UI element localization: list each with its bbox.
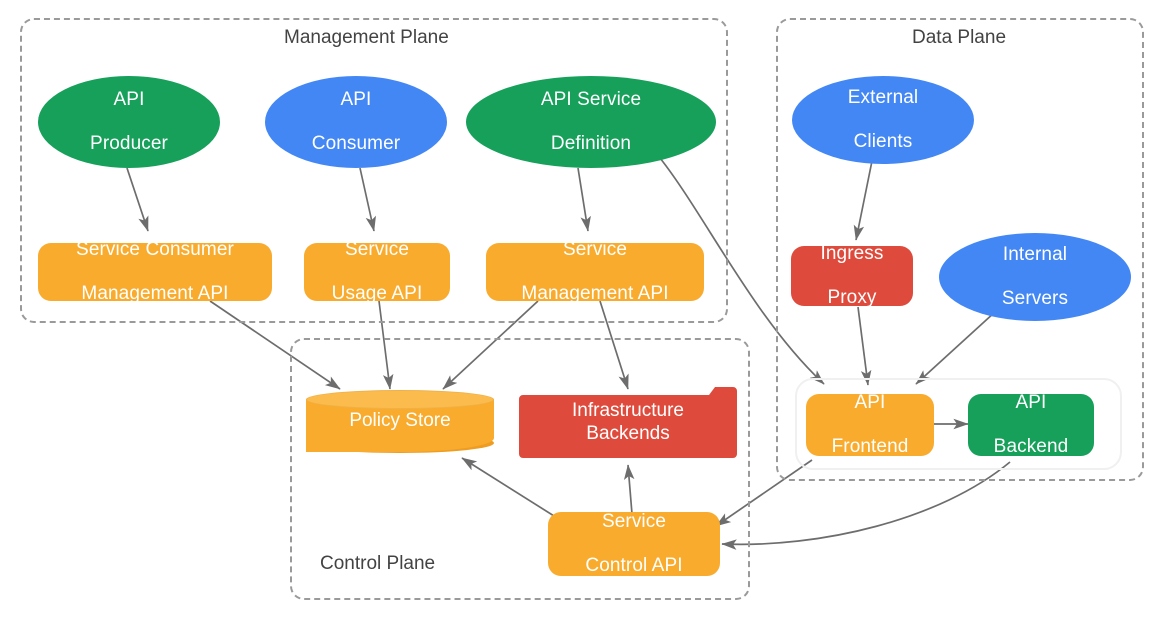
node-service-usage-api[interactable]: Service Usage API xyxy=(304,239,450,304)
node-service-management-api-line1: Service xyxy=(562,238,628,260)
node-service-consumer-management-api[interactable]: Service Consumer Management API xyxy=(38,239,272,304)
node-api-producer-line2: Producer xyxy=(90,133,168,155)
node-external-clients-line2: Clients xyxy=(853,131,913,153)
group-data-plane xyxy=(776,18,1144,481)
edge-api-frontend-to-service-control-api xyxy=(715,459,813,527)
node-infrastructure-backends-line2: Backends xyxy=(586,422,670,444)
node-api-frontend-line2: Frontend xyxy=(831,436,909,458)
node-internal-servers-line1: Internal xyxy=(1002,243,1068,265)
node-api-frontend-line1: API xyxy=(854,391,886,413)
node-service-usage-api-line1: Service xyxy=(344,238,410,260)
subgroup-api-gateway xyxy=(795,378,1122,470)
node-api-consumer[interactable]: API Consumer xyxy=(265,76,447,168)
node-api-frontend[interactable]: API Frontend xyxy=(806,391,934,458)
group-label-management-plane: Management Plane xyxy=(284,27,449,48)
group-control-plane xyxy=(290,338,750,600)
policy-store-cylinder-top xyxy=(306,390,494,409)
edge-service-control-api-to-infrastructure-backends xyxy=(623,464,635,515)
edge-api-consumer-to-service-usage-api xyxy=(359,167,376,232)
node-service-control-api-line2: Control API xyxy=(585,555,683,577)
group-label-data-plane: Data Plane xyxy=(912,27,1007,48)
edge-service-usage-api-to-policy-store xyxy=(378,300,394,390)
edge-service-control-api-to-policy-store xyxy=(461,457,563,522)
group-management-plane xyxy=(20,18,728,323)
node-ingress-proxy[interactable]: Ingress Proxy xyxy=(791,242,913,309)
node-internal-servers[interactable]: Internal Servers xyxy=(939,233,1131,321)
node-external-clients-line1: External xyxy=(847,86,919,108)
edge-service-consumer-management-api-to-policy-store xyxy=(209,300,341,390)
node-service-consumer-management-api-line1: Service Consumer xyxy=(76,238,234,260)
edge-api-producer-to-service-consumer-management-api xyxy=(126,167,149,232)
node-infrastructure-backends[interactable]: Infrastructure Backends xyxy=(519,387,737,458)
node-api-service-definition[interactable]: API Service Definition xyxy=(466,76,716,168)
node-service-management-api[interactable]: Service Management API xyxy=(486,239,704,304)
node-ingress-proxy-line1: Ingress xyxy=(820,242,884,264)
node-service-usage-api-line2: Usage API xyxy=(331,283,423,305)
node-service-control-api[interactable]: Service Control API xyxy=(548,510,720,577)
edge-internal-servers-to-api-frontend xyxy=(915,311,996,385)
edge-api-backend-to-service-control-api xyxy=(721,461,1011,550)
node-service-consumer-management-api-line2: Management API xyxy=(81,283,229,305)
node-api-backend-line2: Backend xyxy=(993,436,1069,458)
node-api-service-definition-line2: Definition xyxy=(550,133,632,155)
node-service-control-api-line1: Service xyxy=(601,510,667,532)
node-policy-store[interactable]: Policy Store xyxy=(306,390,494,453)
node-api-consumer-line2: Consumer xyxy=(311,133,401,155)
edge-service-management-api-to-policy-store xyxy=(442,300,539,390)
group-label-control-plane: Control Plane xyxy=(320,553,436,574)
node-infrastructure-backends-line1: Infrastructure xyxy=(572,400,684,422)
node-policy-store-label: Policy Store xyxy=(349,410,451,431)
node-api-backend[interactable]: API Backend xyxy=(968,391,1094,458)
node-api-service-definition-line1: API Service xyxy=(540,88,642,110)
node-api-producer-line1: API xyxy=(113,88,145,110)
node-api-backend-line1: API xyxy=(1015,391,1047,413)
edge-service-management-api-to-infrastructure-backends xyxy=(599,300,629,390)
edge-external-clients-to-ingress-proxy xyxy=(853,160,873,241)
edge-api-service-definition-to-api-frontend xyxy=(659,157,825,385)
node-api-producer[interactable]: API Producer xyxy=(38,76,220,168)
node-external-clients[interactable]: External Clients xyxy=(792,76,974,164)
infrastructure-backends-folder-shape xyxy=(519,387,737,458)
node-ingress-proxy-line2: Proxy xyxy=(827,287,877,309)
edge-api-service-definition-to-service-management-api xyxy=(577,167,591,232)
node-internal-servers-line2: Servers xyxy=(1001,288,1069,310)
node-api-consumer-line1: API xyxy=(340,88,372,110)
node-service-management-api-line2: Management API xyxy=(521,283,669,305)
edge-ingress-proxy-to-api-frontend xyxy=(857,306,872,386)
